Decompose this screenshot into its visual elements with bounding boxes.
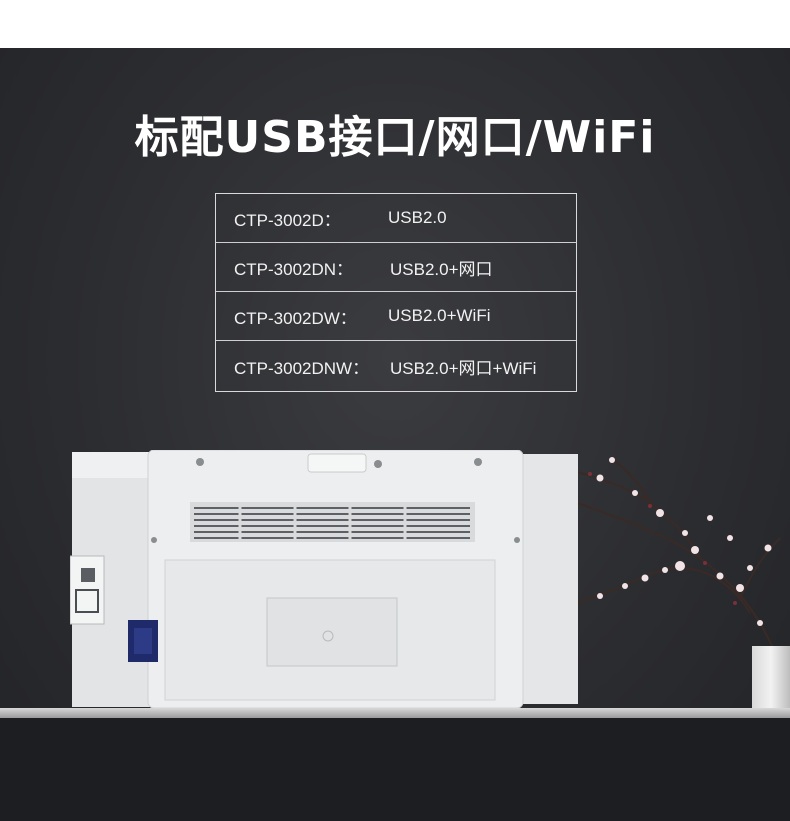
port-spec: USB2.0+网口 [390,259,493,279]
model-name: CTP-3002D： [234,210,341,230]
product-scene: 标配USB接口/网口/WiFi CTP-3002D： USB2.0 CTP-30… [0,48,790,821]
model-name: CTP-3002DN： [234,259,354,279]
ethernet-port-icon [75,589,99,613]
port-spec: USB2.0 [388,208,447,227]
floor [0,718,790,821]
model-name: CTP-3002DNW： [234,358,370,378]
spec-table: CTP-3002D： USB2.0 CTP-3002DN： USB2.0+网口 … [215,193,577,392]
port-spec: USB2.0+网口+WiFi [390,358,537,378]
table-row: CTP-3002DW： USB2.0+WiFi [216,292,576,341]
printer-illustration [70,450,578,709]
table-row: CTP-3002DN： USB2.0+网口 [216,243,576,292]
table-row: CTP-3002D： USB2.0 [216,194,576,243]
shelf [0,708,790,718]
port-spec: USB2.0+WiFi [388,306,491,325]
vase [752,646,790,710]
table-row: CTP-3002DNW： USB2.0+网口+WiFi [216,341,576,391]
model-name: CTP-3002DW： [234,308,357,328]
usb-port-icon [81,568,95,582]
page-title: 标配USB接口/网口/WiFi [134,112,656,163]
